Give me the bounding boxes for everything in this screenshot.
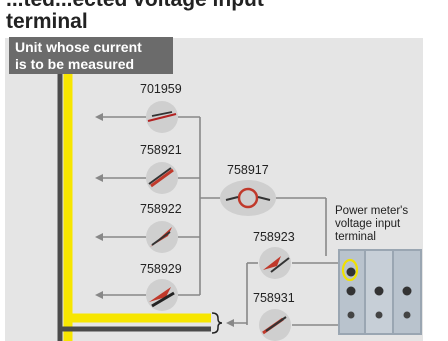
power-meter-label: Power meter's voltage input terminal: [335, 205, 411, 243]
power-meter-label-line: terminal: [335, 231, 376, 243]
probe-701959: 701959: [140, 82, 182, 133]
probe-arrows: [97, 117, 146, 295]
probe-code-label: 758929: [140, 262, 182, 276]
probe-758922: 758922: [140, 202, 182, 253]
power-meter-icon: [338, 249, 422, 335]
power-meter-label-line: voltage input: [335, 218, 401, 230]
accessory-758931: 758931: [253, 291, 295, 341]
page-title: ...ted...ected voltage input terminal: [6, 0, 446, 29]
unit-label-text: Unit whose current is to be measured: [15, 39, 142, 72]
probe-code-label: 758921: [140, 143, 182, 157]
probe-code-label: 758922: [140, 202, 182, 216]
accessory-758923: 758923: [253, 230, 295, 279]
bracket-brace: [212, 313, 222, 333]
accessory-code-label: 758931: [253, 291, 295, 305]
probe-bus-lines: [178, 117, 222, 295]
probe-758921: 758921: [140, 143, 182, 194]
power-meter-label-line: Power meter's: [335, 205, 408, 217]
adapter-code-label: 758917: [227, 163, 269, 177]
unit-label: Unit whose current is to be measured: [9, 37, 173, 74]
unit-wires: [60, 70, 211, 341]
probe-code-label: 701959: [140, 82, 182, 96]
probe-758929: 758929: [140, 262, 182, 311]
adapter-758917: 758917: [220, 163, 276, 216]
accessory-code-label: 758923: [253, 230, 295, 244]
